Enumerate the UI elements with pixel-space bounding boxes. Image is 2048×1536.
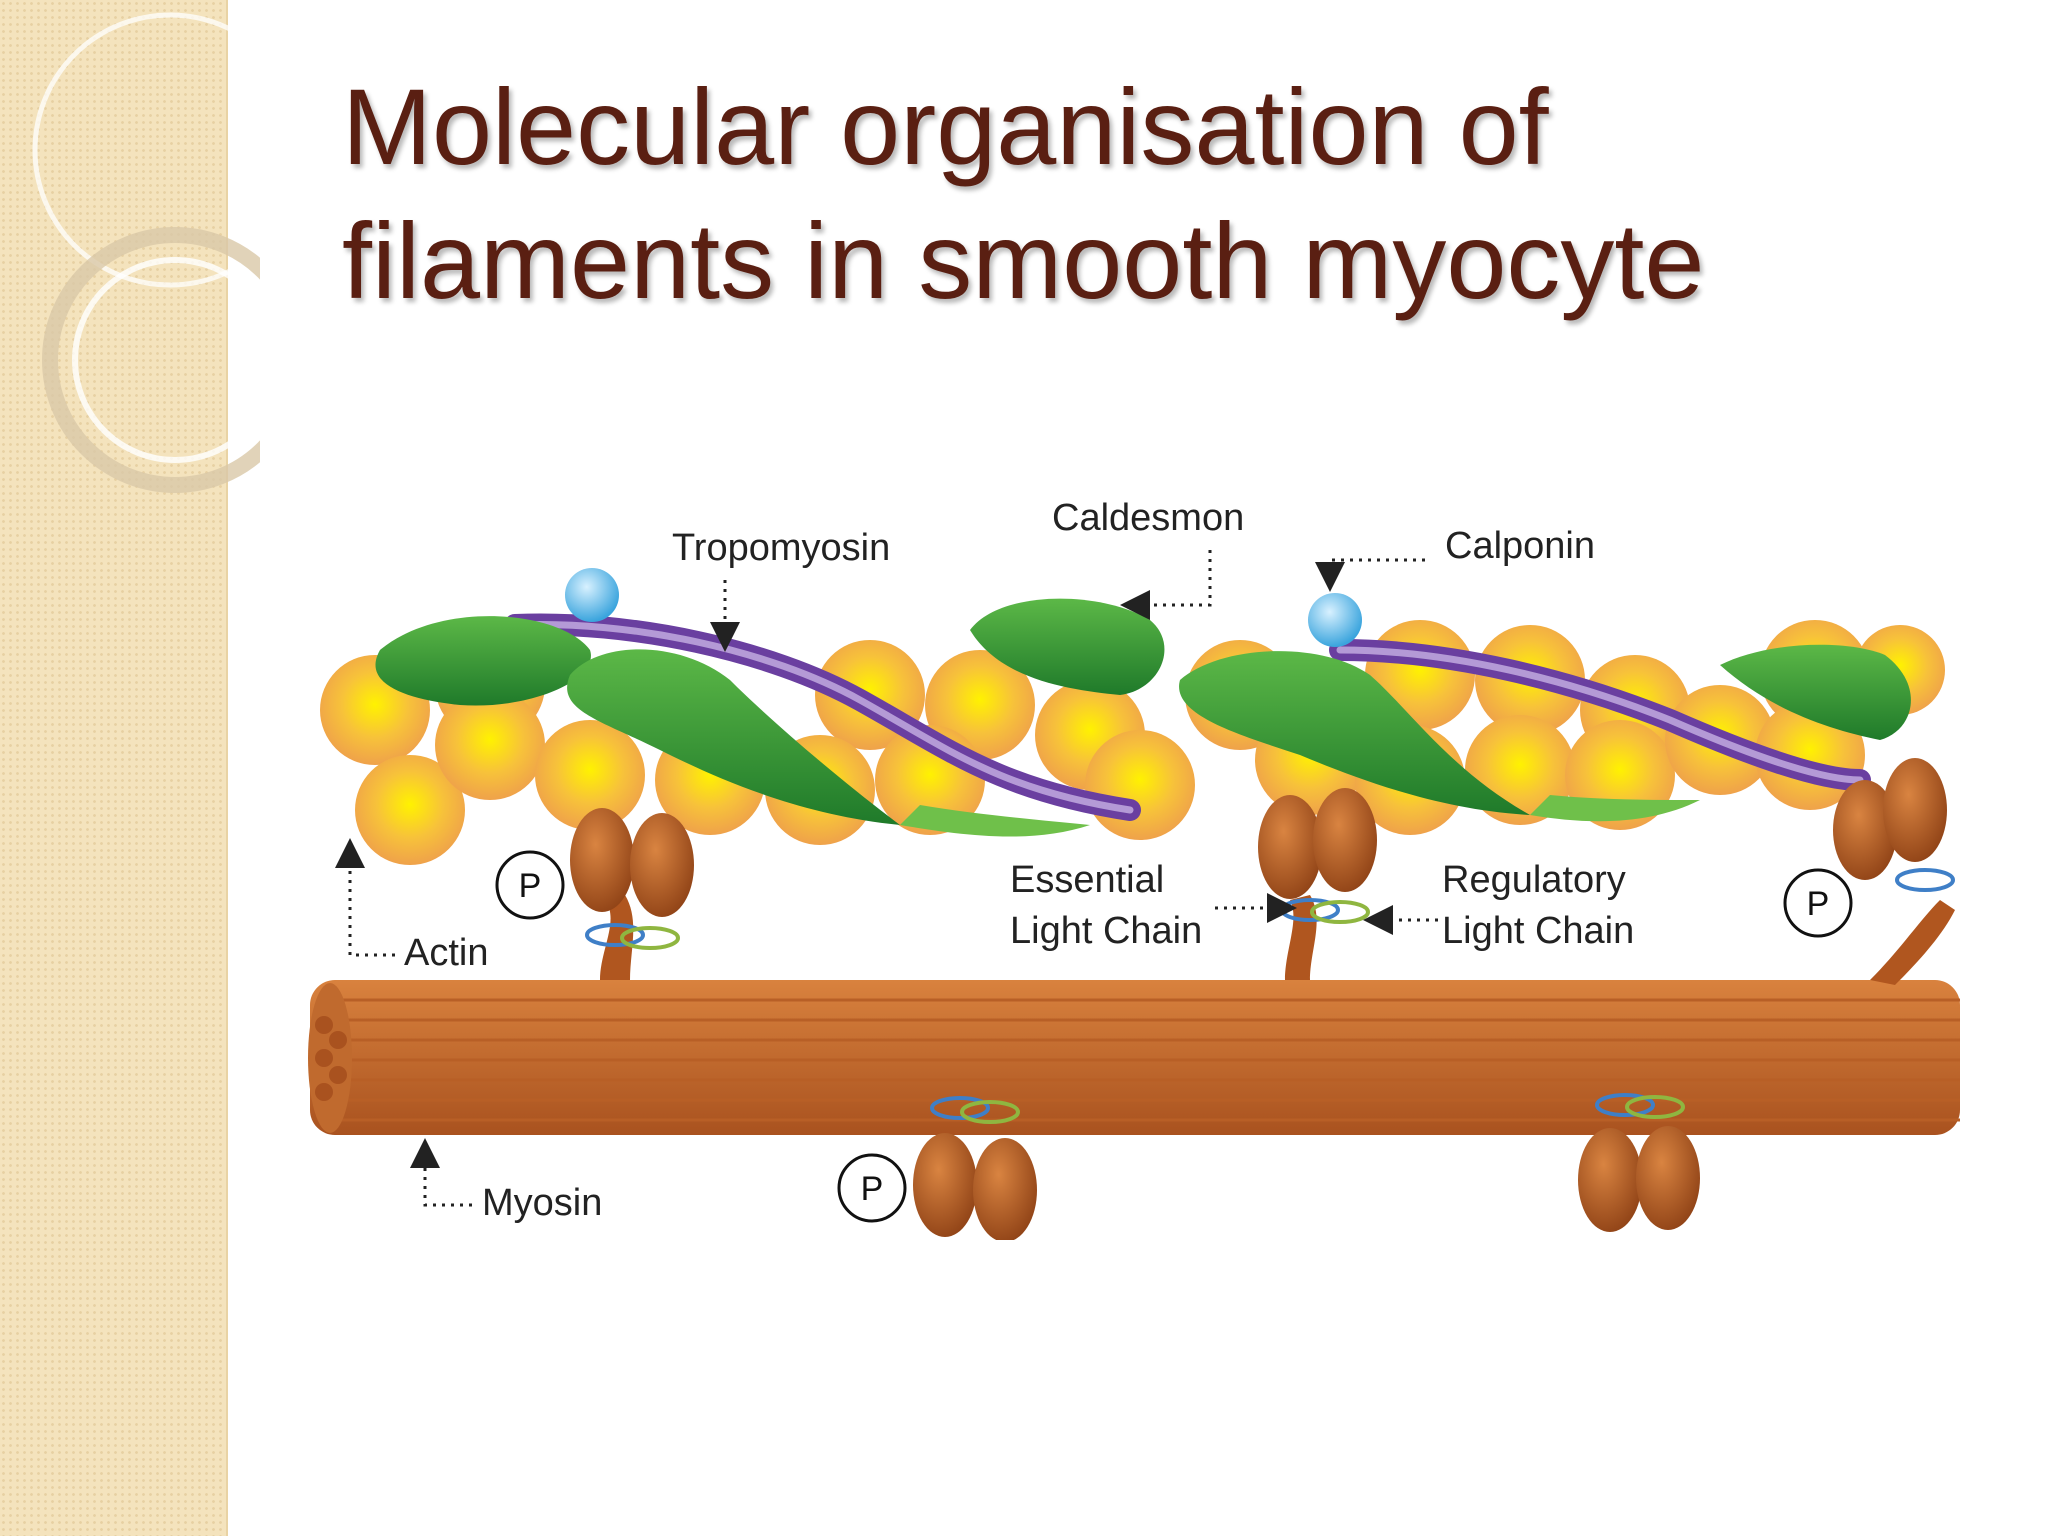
label-regulatory-line2: Light Chain	[1442, 910, 1634, 952]
sidebar-edge	[226, 0, 228, 1536]
filament-diagram: P P P Tropomyosin Caldesmon Calponin Act…	[308, 497, 1960, 1240]
caldesmon	[375, 598, 1911, 837]
myosin-head	[1258, 788, 1377, 980]
myosin-head	[913, 1096, 1037, 1240]
myosin-head	[1833, 758, 1955, 985]
svg-text:P: P	[1807, 885, 1830, 923]
label-myosin: Myosin	[482, 1182, 602, 1224]
title-line-2: filaments in smooth myocyte	[342, 200, 1705, 321]
myosin-head	[570, 808, 694, 980]
svg-text:P: P	[861, 1170, 884, 1208]
slide-title: Molecular organisation of filaments in s…	[342, 60, 1992, 328]
phosphate-marker: P	[495, 850, 565, 920]
phosphate-marker: P	[837, 1153, 907, 1223]
label-regulatory-line1: Regulatory	[1442, 859, 1626, 901]
label-calponin: Calponin	[1445, 525, 1595, 567]
tropomyosin-strand	[504, 613, 1871, 821]
label-actin: Actin	[404, 932, 488, 974]
label-tropomyosin: Tropomyosin	[672, 527, 890, 569]
myosin-filament	[308, 980, 1960, 1135]
label-essential-line2: Light Chain	[1010, 910, 1202, 952]
calponin-molecule	[565, 568, 619, 622]
svg-text:P: P	[519, 867, 542, 905]
title-line-1: Molecular organisation of	[342, 66, 1549, 187]
decorative-rings	[32, 12, 260, 493]
calponin-molecule	[1308, 593, 1362, 647]
label-essential-line1: Essential	[1010, 859, 1164, 901]
phosphate-marker: P	[1783, 868, 1853, 938]
label-caldesmon: Caldesmon	[1052, 497, 1244, 539]
myosin-head	[1578, 1093, 1700, 1232]
